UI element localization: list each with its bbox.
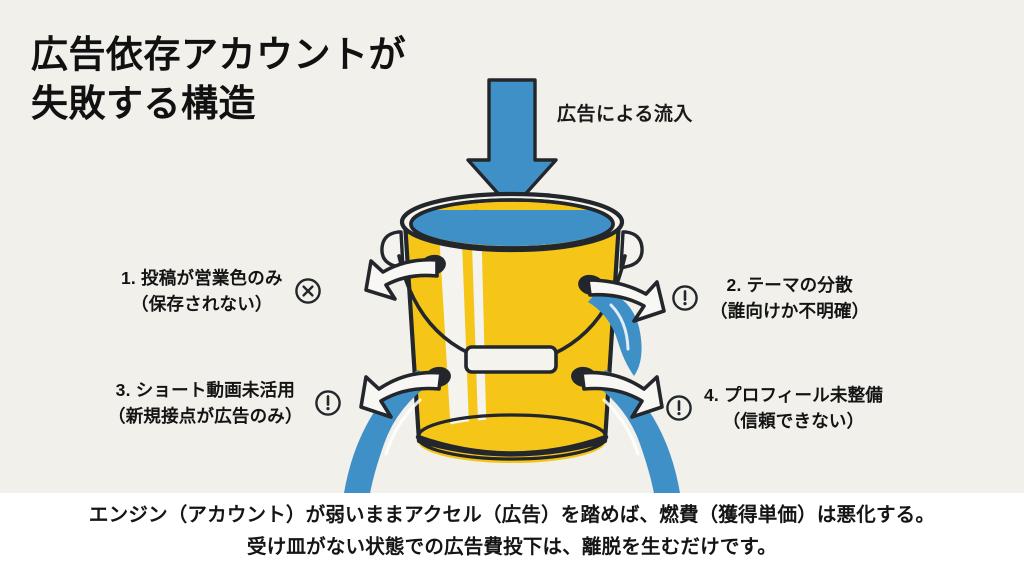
page-title: 広告依存アカウントが 失敗する構造: [31, 34, 406, 125]
callout-2-label: 2. テーマの分散 （誰向けか不明確）: [710, 275, 870, 322]
leak-arrow-lower-left: [359, 370, 443, 419]
circle-exclamation-icon: [314, 390, 341, 417]
bucket-water-surface: [411, 202, 613, 246]
bucket-handle: [397, 254, 627, 374]
leak-arrow-upper-right: [586, 278, 666, 323]
bucket-holes: [420, 254, 604, 388]
leak-arrow-lower-right: [580, 370, 664, 419]
callout-1-label: 1. 投稿が営業色のみ （保存されない）: [121, 268, 283, 315]
callout-3-label: 3. ショート動画未活用 （新規接点が広告のみ）: [108, 380, 303, 427]
bucket-lug-right: [619, 230, 644, 270]
leak-stream-lower-left: [342, 370, 436, 506]
callout-3: 3. ショート動画未活用 （新規接点が広告のみ）: [108, 377, 342, 430]
leak-stream-upper-right: [588, 288, 642, 376]
callout-1: 1. 投稿が営業色のみ （保存されない）: [121, 265, 322, 318]
bucket-rim: [399, 191, 625, 253]
circle-exclamation-icon: [666, 395, 692, 422]
callout-4-label: 4. プロフィール未整備 （信頼できない）: [704, 385, 884, 432]
caption-text: エンジン（アカウント）が弱いままアクセル（広告）を踏めば、燃費（獲得単価）は悪化…: [88, 504, 936, 558]
leak-arrow-upper-left: [364, 257, 439, 301]
callout-2: 2. テーマの分散 （誰向けか不明確）: [671, 272, 869, 325]
circle-exclamation-icon: [672, 285, 698, 312]
bucket-lug-left: [380, 230, 405, 270]
caption-band: エンジン（アカウント）が弱いままアクセル（広告）を踏めば、燃費（獲得単価）は悪化…: [0, 493, 1024, 571]
callout-4: 4. プロフィール未整備 （信頼できない）: [665, 382, 883, 435]
bucket-body: [402, 221, 622, 463]
inflow-label: 広告による流入: [557, 104, 693, 125]
circle-x-icon: [294, 278, 321, 305]
